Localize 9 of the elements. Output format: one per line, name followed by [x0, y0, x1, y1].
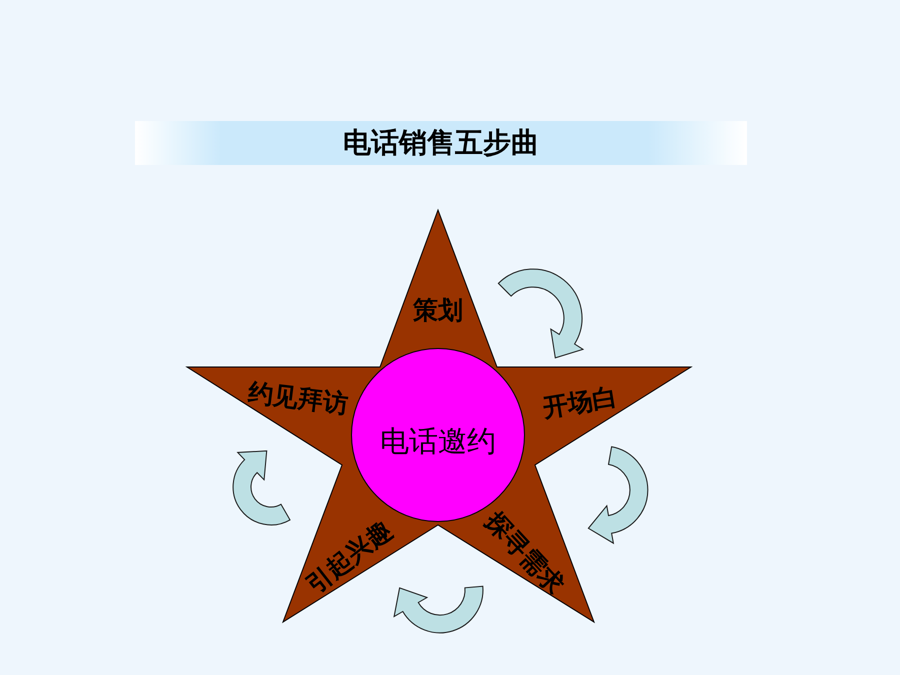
- star: [187, 210, 691, 622]
- title-banner: 电话销售五步曲: [135, 121, 747, 165]
- curved-arrow: [394, 586, 484, 634]
- curved-arrow: [498, 268, 584, 358]
- step-label: 策划: [413, 296, 463, 324]
- curved-arrow: [588, 446, 648, 544]
- curved-arrow: [232, 450, 290, 526]
- step-label: 开场白: [540, 382, 620, 422]
- step-label: 约见拜访: [246, 378, 350, 418]
